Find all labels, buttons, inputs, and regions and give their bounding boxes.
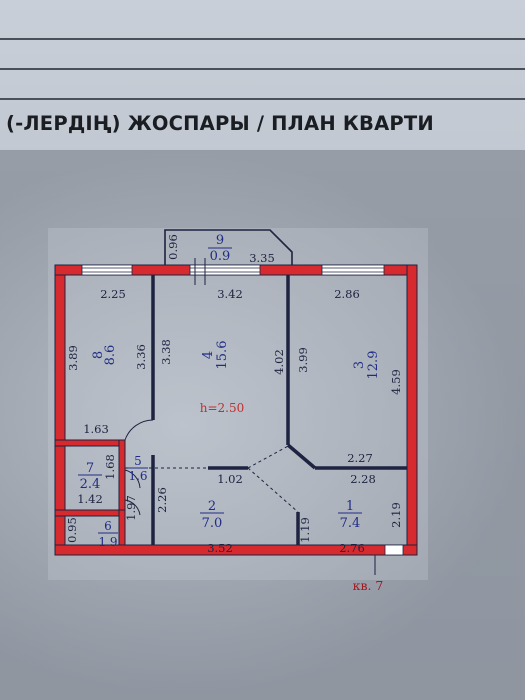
room-5-area: 1.6 [128,469,147,483]
dim-3-35: 3.35 [249,251,275,265]
dim-3-52: 3.52 [207,541,233,555]
room-4-area: 15.6 [215,341,230,370]
dim-2-19: 2.19 [389,502,403,528]
dim-2-76: 2.76 [339,541,365,555]
ceiling-height: h=2.50 [200,401,245,415]
form-line-1 [0,38,525,40]
window-lines [82,267,384,273]
dim-2-27: 2.27 [347,451,373,465]
dim-4-59: 4.59 [389,369,403,395]
form-line-2 [0,68,525,70]
dim-0-96: 0.96 [166,234,180,260]
room-2-number: 2 [208,499,216,514]
room-8-number: 8 [91,351,106,359]
room-1-area: 7.4 [340,516,361,531]
hand-shadow [0,150,525,700]
plan-title: (-ЛЕРДІҢ) ЖОСПАРЫ / ПЛАН КВАРТИ [6,112,434,135]
room-7-number: 7 [86,461,94,476]
wet-rooms [54,439,126,546]
dim-2-25: 2.25 [100,287,126,301]
apartment-label: кв. 7 [353,578,384,593]
dim-1-63: 1.63 [83,422,109,436]
dim-3-42: 3.42 [217,287,243,301]
dim-3-38: 3.38 [159,339,173,365]
dim-3-89: 3.89 [66,345,80,371]
room-8-area: 8.6 [103,345,118,366]
dim-2-28: 2.28 [350,472,376,486]
dim-1-97: 1.97 [124,495,138,521]
plan-area [48,228,428,580]
form-line-3 [0,98,525,100]
windows [81,264,404,556]
room-6-number: 6 [104,519,112,533]
dim-3-99: 3.99 [296,347,310,373]
room-9-area: 0.9 [210,249,231,264]
room-3-number: 3 [352,361,367,369]
dim-3-36: 3.36 [134,344,148,370]
room-3-area: 12.9 [366,351,381,380]
dim-4-02: 4.02 [272,349,286,375]
dim-1-68: 1.68 [103,454,117,480]
room-5-number: 5 [134,454,142,468]
room-1-number: 1 [346,499,354,514]
room-4-number: 4 [201,351,216,359]
dim-1-42: 1.42 [77,492,103,506]
room-9-number: 9 [216,233,224,248]
door-arcs [124,419,154,516]
room-2-area: 7.0 [202,516,223,531]
balcony-outline [164,229,293,270]
room-6-area: 1.9 [98,535,117,549]
dim-2-26: 2.26 [155,487,169,513]
dim-1-19: 1.19 [298,517,312,543]
dim-1-02: 1.02 [217,472,243,486]
dim-2-86: 2.86 [334,287,360,301]
room-7-area: 2.4 [80,477,101,492]
interior-walls [151,275,407,545]
balcony-door [194,258,206,285]
dim-0-95: 0.95 [65,517,79,543]
